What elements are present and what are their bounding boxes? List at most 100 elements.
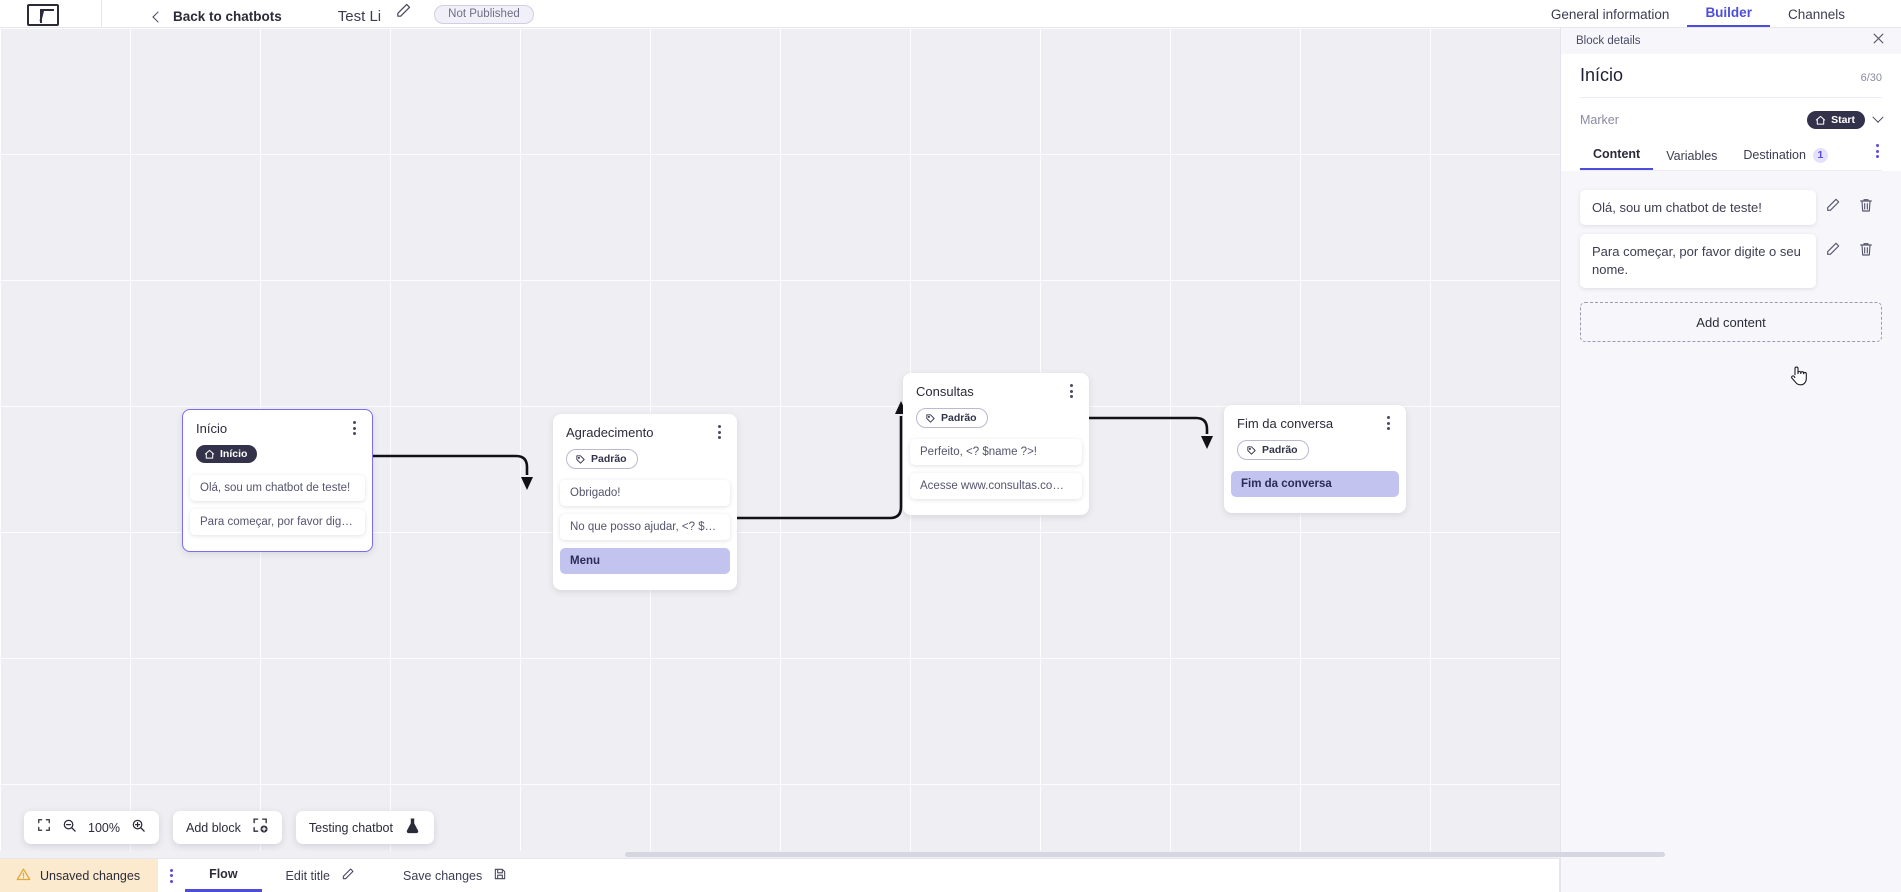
panel-tab-label: Destination bbox=[1743, 148, 1806, 162]
node-header: Início bbox=[183, 410, 372, 436]
tag-icon bbox=[1247, 445, 1256, 455]
panel-tab-content[interactable]: Content bbox=[1580, 143, 1654, 170]
panel-title-row: Início 6/30 bbox=[1580, 54, 1882, 98]
node-header: Consultas bbox=[903, 373, 1089, 399]
home-icon bbox=[1815, 115, 1826, 125]
node-badge-start: Início bbox=[196, 445, 258, 463]
flow-node-fim-da-conversa[interactable]: Fim da conversa Padrão Fim da conversa bbox=[1224, 405, 1406, 513]
node-badge-default: Padrão bbox=[1237, 440, 1309, 460]
zoom-in-icon[interactable] bbox=[131, 818, 146, 838]
marker-label: Marker bbox=[1580, 113, 1619, 127]
delete-content-trash-icon[interactable] bbox=[1849, 197, 1882, 213]
content-item: Olá, sou um chatbot de teste! bbox=[1580, 189, 1882, 226]
node-row-item[interactable]: Perfeito, <? $name ?>! bbox=[910, 438, 1082, 465]
destination-count-badge: 1 bbox=[1812, 147, 1828, 163]
tab-channels[interactable]: Channels bbox=[1787, 7, 1845, 22]
node-badge-label: Padrão bbox=[941, 412, 977, 424]
edit-content-pencil-icon[interactable] bbox=[1816, 197, 1849, 213]
tab-builder[interactable]: Builder bbox=[1687, 5, 1770, 27]
zoom-out-icon[interactable] bbox=[62, 818, 77, 838]
header-divider bbox=[101, 0, 102, 27]
save-icon bbox=[493, 867, 507, 884]
testing-chatbot-button[interactable]: Testing chatbot bbox=[295, 811, 434, 844]
panel-header: Block details bbox=[1561, 28, 1901, 54]
panel-tab-label: Content bbox=[1593, 146, 1641, 161]
content-text[interactable]: Olá, sou um chatbot de teste! bbox=[1580, 189, 1816, 226]
node-badge-label: Início bbox=[220, 448, 248, 460]
node-row-item[interactable]: No que posso ajudar, <? $name ... bbox=[560, 513, 730, 540]
node-rows: Olá, sou um chatbot de teste! Para começ… bbox=[183, 474, 372, 535]
node-row-item[interactable]: Obrigado! bbox=[560, 479, 730, 506]
edit-content-pencil-icon[interactable] bbox=[1816, 241, 1849, 257]
marker-row: Marker Start bbox=[1580, 98, 1884, 140]
node-row-item-menu[interactable]: Menu bbox=[560, 547, 730, 574]
node-badge-default: Padrão bbox=[916, 408, 988, 428]
marker-badge-start: Start bbox=[1807, 111, 1865, 129]
node-header: Fim da conversa bbox=[1224, 405, 1406, 431]
status-bar: Unsaved changes Flow Edit title Save cha… bbox=[0, 858, 1560, 892]
block-details-panel: Block details Início 6/30 Marker Start bbox=[1560, 28, 1901, 892]
node-row-item-menu[interactable]: Fim da conversa bbox=[1231, 470, 1399, 497]
status-item-edit-title[interactable]: Edit title bbox=[262, 859, 379, 892]
tag-icon bbox=[576, 454, 585, 464]
pencil-icon bbox=[341, 867, 355, 884]
node-rows: Perfeito, <? $name ?>! Acesse www.consul… bbox=[903, 438, 1089, 499]
status-kebab-menu-icon[interactable] bbox=[158, 859, 185, 892]
node-title: Consultas bbox=[916, 384, 974, 399]
flow-node-consultas[interactable]: Consultas Padrão Perfeito, <? $name ?>! … bbox=[903, 373, 1089, 515]
content-text[interactable]: Para começar, por favor digite o seu nom… bbox=[1580, 234, 1816, 289]
content-item-actions bbox=[1816, 190, 1882, 213]
node-kebab-menu-icon[interactable] bbox=[1381, 416, 1395, 432]
panel-kebab-menu-icon[interactable] bbox=[1873, 140, 1882, 170]
node-row-item[interactable]: Para começar, por favor digite o ... bbox=[190, 508, 365, 535]
panel-header-label: Block details bbox=[1576, 35, 1641, 47]
node-row-item[interactable]: Olá, sou um chatbot de teste! bbox=[190, 474, 365, 501]
delete-content-trash-icon[interactable] bbox=[1849, 241, 1882, 257]
back-to-chatbots-button[interactable]: Back to chatbots bbox=[152, 9, 282, 24]
back-to-chatbots-label: Back to chatbots bbox=[173, 9, 282, 24]
flow-canvas[interactable]: Início Início Olá, sou um chatbot de tes… bbox=[0, 28, 1560, 858]
canvas-toolbar: 100% Add block Testing chatbot bbox=[24, 811, 434, 844]
add-block-button[interactable]: Add block bbox=[172, 811, 282, 844]
top-header: Back to chatbots Test Li Not Published G… bbox=[0, 0, 1901, 28]
edit-name-pencil-icon[interactable] bbox=[395, 2, 412, 24]
node-badge-label: Padrão bbox=[1262, 444, 1298, 456]
node-kebab-menu-icon[interactable] bbox=[347, 421, 361, 437]
close-icon[interactable] bbox=[1871, 31, 1886, 51]
scrollbar-thumb[interactable] bbox=[625, 852, 1665, 857]
panel-block-title: Início bbox=[1580, 65, 1624, 85]
node-rows: Fim da conversa bbox=[1224, 470, 1406, 497]
node-rows: Obrigado! No que posso ajudar, <? $name … bbox=[553, 479, 737, 574]
status-item-save-changes[interactable]: Save changes bbox=[379, 859, 531, 892]
chevron-down-icon[interactable] bbox=[1872, 111, 1884, 123]
add-content-button[interactable]: Add content bbox=[1580, 302, 1882, 343]
panel-tab-destination[interactable]: Destination 1 bbox=[1730, 144, 1841, 170]
node-kebab-menu-icon[interactable] bbox=[1064, 384, 1078, 400]
warning-triangle-icon bbox=[16, 867, 31, 885]
canvas-horizontal-scrollbar[interactable] bbox=[0, 851, 1665, 858]
header-tabs: General information Builder Channels bbox=[1533, 5, 1901, 27]
node-header: Agradecimento bbox=[553, 414, 737, 440]
node-kebab-menu-icon[interactable] bbox=[712, 425, 726, 441]
fit-screen-icon[interactable] bbox=[37, 818, 51, 837]
flow-node-inicio[interactable]: Início Início Olá, sou um chatbot de tes… bbox=[182, 409, 373, 552]
node-row-item[interactable]: Acesse www.consultas.com par... bbox=[910, 472, 1082, 499]
tab-general-information[interactable]: General information bbox=[1550, 7, 1670, 22]
content-item-actions bbox=[1816, 234, 1882, 257]
flow-node-agradecimento[interactable]: Agradecimento Padrão Obrigado! No que po… bbox=[553, 414, 737, 590]
add-block-icon bbox=[252, 817, 269, 839]
status-item-flow[interactable]: Flow bbox=[185, 859, 262, 892]
status-divider bbox=[1559, 859, 1560, 892]
node-badge-label: Padrão bbox=[591, 453, 627, 465]
status-item-label: Flow bbox=[209, 867, 238, 881]
panel-tab-variables[interactable]: Variables bbox=[1653, 145, 1730, 170]
zoom-controls[interactable]: 100% bbox=[24, 811, 159, 844]
node-title: Agradecimento bbox=[566, 425, 654, 440]
node-badge-default: Padrão bbox=[566, 449, 638, 469]
marker-badge-label: Start bbox=[1831, 114, 1855, 126]
chevron-left-icon bbox=[152, 10, 164, 23]
testing-chatbot-label: Testing chatbot bbox=[308, 820, 393, 835]
unsaved-changes-label: Unsaved changes bbox=[40, 868, 141, 883]
marker-select[interactable]: Start bbox=[1807, 111, 1884, 129]
